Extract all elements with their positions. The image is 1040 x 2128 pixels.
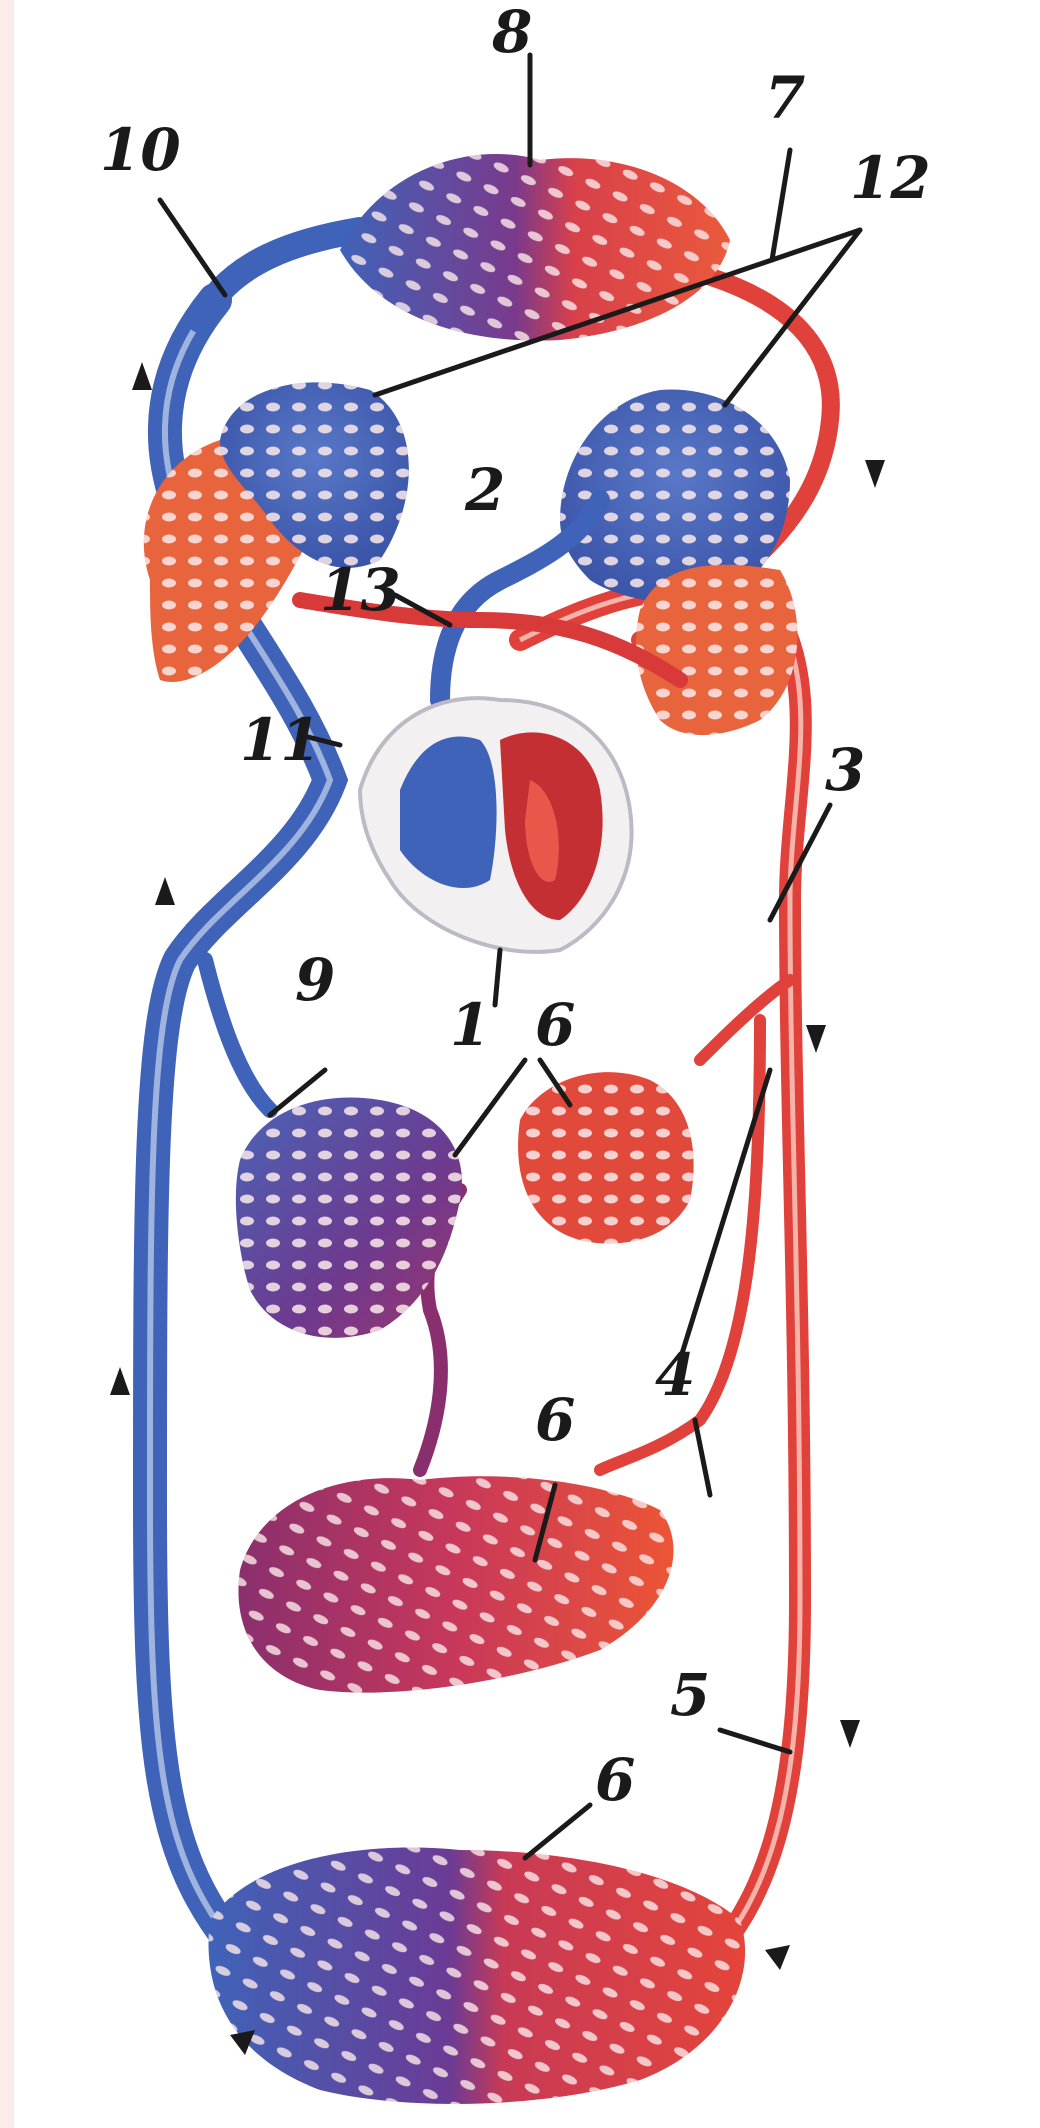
left-lung	[144, 382, 409, 682]
leader-line-7	[772, 150, 790, 260]
label-11: 11	[240, 706, 321, 774]
hepatic-vein	[205, 960, 270, 1110]
organ-capillary-network-upper	[518, 1072, 694, 1243]
flow-arrow-icon	[155, 877, 175, 905]
label-5: 5	[670, 1661, 710, 1729]
pulmonary-artery	[440, 500, 600, 700]
label-13: 13	[320, 556, 401, 624]
heart	[360, 698, 632, 952]
leader-line-6d	[525, 1805, 590, 1858]
label-6-intestine: 6	[535, 1386, 575, 1454]
flow-arrow-icon	[840, 1720, 860, 1748]
label-4: 4	[655, 1341, 695, 1409]
flow-arrow-icon	[806, 1025, 826, 1053]
lower-body-capillary-network	[208, 1848, 745, 2104]
label-9: 9	[295, 946, 335, 1014]
label-10: 10	[100, 116, 181, 184]
label-6-liver: 6	[535, 991, 575, 1059]
flow-arrow-icon	[132, 362, 152, 390]
organ-capillary-network-lower	[238, 1476, 673, 1692]
leader-line-5	[720, 1730, 790, 1752]
label-1: 1	[450, 991, 490, 1059]
leader-line-12b	[725, 230, 860, 405]
label-8: 8	[491, 0, 532, 66]
label-12: 12	[850, 144, 931, 212]
flow-arrow-icon	[110, 1367, 130, 1395]
flow-arrow-icon	[765, 1945, 790, 1970]
label-7: 7	[765, 64, 805, 132]
flow-arrow-icon	[865, 460, 885, 488]
label-2: 2	[464, 456, 505, 524]
label-3: 3	[825, 736, 865, 804]
leader-line-4b	[695, 1420, 710, 1495]
label-6-lower: 6	[595, 1746, 635, 1814]
leader-line-10	[160, 200, 225, 295]
head-capillary-network	[340, 154, 730, 341]
leader-line-6a	[455, 1060, 525, 1155]
leader-line-1	[495, 950, 500, 1005]
